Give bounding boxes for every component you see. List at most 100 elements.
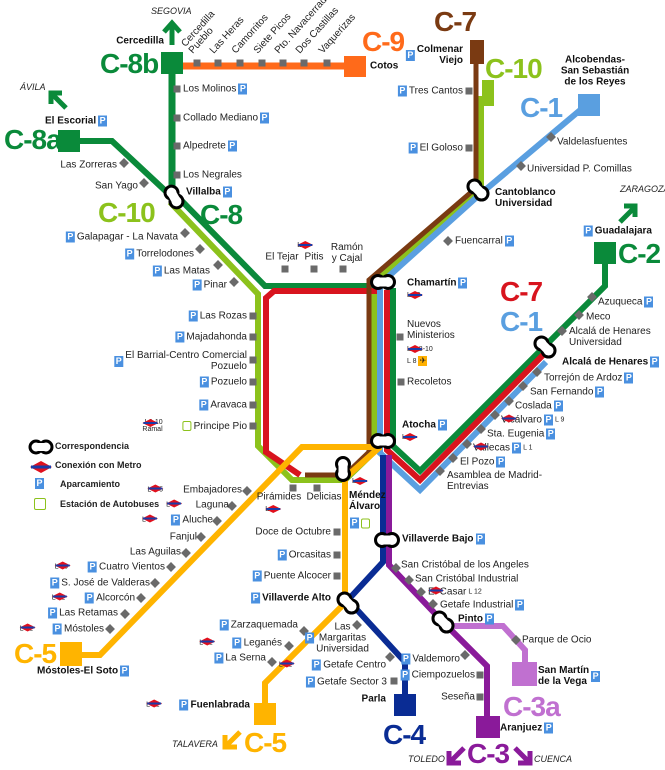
station-los-negrales[interactable]: Los Negrales bbox=[183, 170, 242, 181]
terminal-fuenlabrada[interactable] bbox=[254, 703, 276, 725]
station-stop-marker[interactable] bbox=[476, 424, 486, 434]
station-stop-marker[interactable] bbox=[249, 422, 257, 430]
station-laguna[interactable]: L 6Laguna bbox=[166, 499, 229, 511]
station-stop-marker[interactable] bbox=[352, 620, 362, 630]
station-stop-marker[interactable] bbox=[181, 548, 191, 558]
station-stop-marker[interactable] bbox=[136, 593, 146, 603]
station-stop-marker[interactable] bbox=[574, 310, 584, 320]
station-stop-marker[interactable] bbox=[180, 228, 190, 238]
station-sc-industrial[interactable]: San Cristóbal Industrial bbox=[415, 574, 518, 585]
station-stop-marker[interactable] bbox=[119, 158, 129, 168]
station-stop-marker[interactable] bbox=[289, 484, 297, 492]
terminal-aranjuez[interactable] bbox=[476, 716, 500, 738]
station-stop-marker[interactable] bbox=[476, 671, 484, 679]
station-stop-marker[interactable] bbox=[428, 599, 438, 609]
interchange-icon[interactable] bbox=[465, 177, 490, 202]
station-stop-marker[interactable] bbox=[391, 563, 401, 573]
station-stop-marker[interactable] bbox=[258, 59, 266, 67]
station-san-yago[interactable]: San Yago bbox=[95, 181, 138, 192]
interchange-icon[interactable] bbox=[532, 334, 557, 359]
line-c7[interactable] bbox=[263, 288, 548, 485]
station-mostoles[interactable]: L 12PMóstoles bbox=[19, 623, 104, 635]
station-alcobendas[interactable]: Alcobendas- San Sebastián de los Reyes bbox=[561, 55, 629, 88]
station-ramon-y-cajal[interactable]: Ramón y Cajal bbox=[331, 242, 363, 264]
station-stop-marker[interactable] bbox=[490, 410, 500, 420]
station-stop-marker[interactable] bbox=[396, 333, 404, 341]
station-stop-marker[interactable] bbox=[227, 501, 237, 511]
station-aluche[interactable]: L 5PAluche bbox=[141, 514, 213, 526]
station-stop-marker[interactable] bbox=[300, 59, 308, 67]
terminal-parla[interactable] bbox=[394, 694, 416, 716]
station-stop-marker[interactable] bbox=[435, 466, 445, 476]
station-cotos[interactable]: Cotos bbox=[370, 61, 398, 72]
station-stop-marker[interactable] bbox=[212, 516, 222, 526]
interchange-icon[interactable] bbox=[430, 609, 455, 634]
station-alcala-univ[interactable]: Alcalá de Henares Universidad bbox=[569, 326, 651, 348]
station-getafe-centro[interactable]: L 12PGetafe Centro bbox=[278, 659, 386, 671]
station-stop-marker[interactable] bbox=[516, 161, 526, 171]
station-stop-marker[interactable] bbox=[476, 693, 484, 701]
station-alcorcon[interactable]: L 12PAlcorcón bbox=[51, 592, 135, 604]
station-stop-marker[interactable] bbox=[229, 277, 239, 287]
station-stop-marker[interactable] bbox=[195, 244, 205, 254]
station-stop-marker[interactable] bbox=[397, 378, 405, 386]
terminal-colmenar-viejo[interactable] bbox=[470, 40, 484, 64]
station-stop-marker[interactable] bbox=[323, 59, 331, 67]
station-stop-marker[interactable] bbox=[249, 356, 257, 364]
station-stop-marker[interactable] bbox=[249, 378, 257, 386]
line-c8a[interactable] bbox=[80, 138, 175, 200]
station-recoletos[interactable]: Recoletos bbox=[407, 377, 451, 388]
station-stop-marker[interactable] bbox=[460, 650, 470, 660]
terminal-cotos[interactable] bbox=[344, 56, 366, 77]
station-stop-marker[interactable] bbox=[173, 171, 181, 179]
interchange-icon[interactable] bbox=[335, 590, 360, 615]
terminal-san-martin[interactable] bbox=[512, 662, 537, 686]
station-stop-marker[interactable] bbox=[465, 144, 473, 152]
station-stop-marker[interactable] bbox=[511, 635, 521, 645]
station-stop-marker[interactable] bbox=[267, 657, 277, 667]
station-stop-marker[interactable] bbox=[587, 292, 597, 302]
station-parque-ocio[interactable]: Parque de Ocio bbox=[522, 635, 592, 646]
station-stop-marker[interactable] bbox=[249, 333, 257, 341]
terminal-alcobendas[interactable] bbox=[578, 94, 600, 116]
station-stop-marker[interactable] bbox=[339, 265, 347, 273]
station-stop-marker[interactable] bbox=[105, 624, 115, 634]
station-stop-marker[interactable] bbox=[518, 381, 528, 391]
station-stop-marker[interactable] bbox=[333, 551, 341, 559]
station-doce-octubre[interactable]: Doce de Octubre bbox=[255, 527, 331, 538]
station-stop-marker[interactable] bbox=[333, 528, 341, 536]
station-stop-marker[interactable] bbox=[139, 178, 149, 188]
station-stop-marker[interactable] bbox=[448, 453, 458, 463]
station-embajadores[interactable]: L 3-5Embajadores bbox=[147, 484, 242, 496]
terminal-mostoles-el-soto[interactable] bbox=[60, 642, 82, 666]
line-c8-c2[interactable] bbox=[173, 192, 608, 476]
